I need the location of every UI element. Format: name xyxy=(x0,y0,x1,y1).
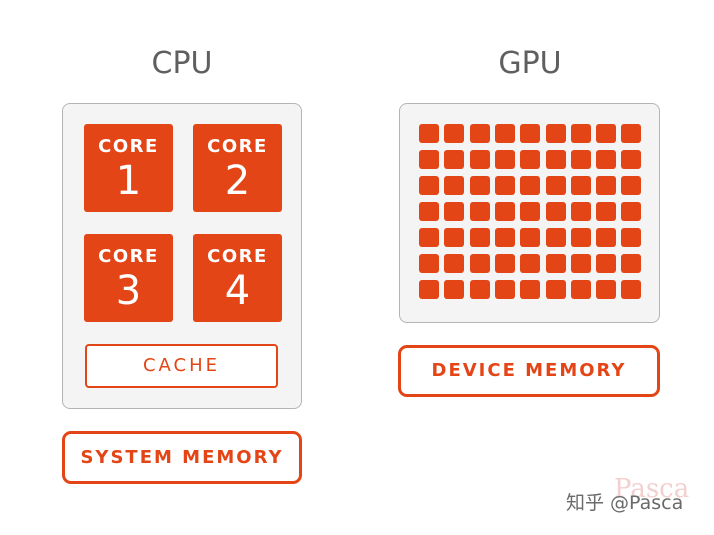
gpu-core xyxy=(596,124,616,143)
gpu-core xyxy=(520,228,540,247)
gpu-core xyxy=(596,176,616,195)
core-number: 2 xyxy=(224,158,251,204)
gpu-core xyxy=(520,150,540,169)
core-label: CORE xyxy=(207,246,268,267)
core-number: 1 xyxy=(115,158,142,204)
gpu-core xyxy=(571,228,591,247)
gpu-core xyxy=(520,202,540,221)
cpu-panel: CORE 1 CORE 2 CORE 3 CORE 4 CACHE xyxy=(62,103,302,409)
core-number: 4 xyxy=(224,268,251,314)
gpu-core xyxy=(495,280,515,299)
gpu-core xyxy=(444,176,464,195)
gpu-core xyxy=(495,254,515,273)
gpu-core xyxy=(470,254,490,273)
gpu-core xyxy=(520,176,540,195)
gpu-core xyxy=(596,150,616,169)
core-label: CORE xyxy=(98,136,159,157)
gpu-core xyxy=(520,124,540,143)
gpu-core-grid xyxy=(419,124,641,302)
gpu-core xyxy=(571,254,591,273)
cpu-core-2: CORE 2 xyxy=(193,124,282,212)
gpu-core xyxy=(444,202,464,221)
gpu-panel xyxy=(399,103,660,323)
gpu-core xyxy=(571,124,591,143)
gpu-core xyxy=(571,176,591,195)
gpu-core xyxy=(571,150,591,169)
core-label: CORE xyxy=(207,136,268,157)
gpu-core xyxy=(419,202,439,221)
gpu-core xyxy=(571,280,591,299)
gpu-core xyxy=(546,124,566,143)
gpu-core xyxy=(520,254,540,273)
gpu-core xyxy=(495,228,515,247)
watermark: 知乎 @Pasca xyxy=(566,492,684,514)
gpu-core xyxy=(596,254,616,273)
gpu-core xyxy=(546,202,566,221)
gpu-core xyxy=(621,124,641,143)
gpu-core xyxy=(621,176,641,195)
gpu-core xyxy=(546,150,566,169)
gpu-core xyxy=(596,228,616,247)
gpu-core xyxy=(444,228,464,247)
gpu-core xyxy=(495,176,515,195)
gpu-core xyxy=(495,150,515,169)
gpu-core xyxy=(419,228,439,247)
gpu-core xyxy=(419,254,439,273)
gpu-core xyxy=(596,280,616,299)
gpu-core xyxy=(419,124,439,143)
gpu-core xyxy=(596,202,616,221)
gpu-core xyxy=(419,176,439,195)
cpu-title: CPU xyxy=(151,46,213,81)
gpu-core xyxy=(444,150,464,169)
gpu-core xyxy=(470,228,490,247)
gpu-title: GPU xyxy=(498,46,562,81)
cpu-core-1: CORE 1 xyxy=(84,124,173,212)
gpu-core xyxy=(546,228,566,247)
gpu-core xyxy=(495,124,515,143)
gpu-core xyxy=(621,202,641,221)
gpu-core xyxy=(546,176,566,195)
cpu-core-4: CORE 4 xyxy=(193,234,282,322)
system-memory-box: SYSTEM MEMORY xyxy=(62,431,302,484)
gpu-core xyxy=(419,150,439,169)
gpu-core xyxy=(621,228,641,247)
gpu-core xyxy=(546,254,566,273)
cpu-core-3: CORE 3 xyxy=(84,234,173,322)
gpu-core xyxy=(444,280,464,299)
gpu-core xyxy=(621,150,641,169)
gpu-core xyxy=(495,202,515,221)
gpu-core xyxy=(571,202,591,221)
watermark-overlay: Pasca xyxy=(614,474,690,504)
device-memory-box: DEVICE MEMORY xyxy=(398,345,660,397)
gpu-core xyxy=(621,254,641,273)
gpu-core xyxy=(444,254,464,273)
gpu-core xyxy=(470,124,490,143)
gpu-core xyxy=(470,150,490,169)
gpu-core xyxy=(419,280,439,299)
cpu-cache-box: CACHE xyxy=(85,344,278,388)
core-number: 3 xyxy=(115,268,142,314)
gpu-core xyxy=(444,124,464,143)
core-label: CORE xyxy=(98,246,159,267)
gpu-core xyxy=(621,280,641,299)
gpu-core xyxy=(546,280,566,299)
gpu-core xyxy=(520,280,540,299)
gpu-core xyxy=(470,202,490,221)
gpu-core xyxy=(470,176,490,195)
gpu-core xyxy=(470,280,490,299)
